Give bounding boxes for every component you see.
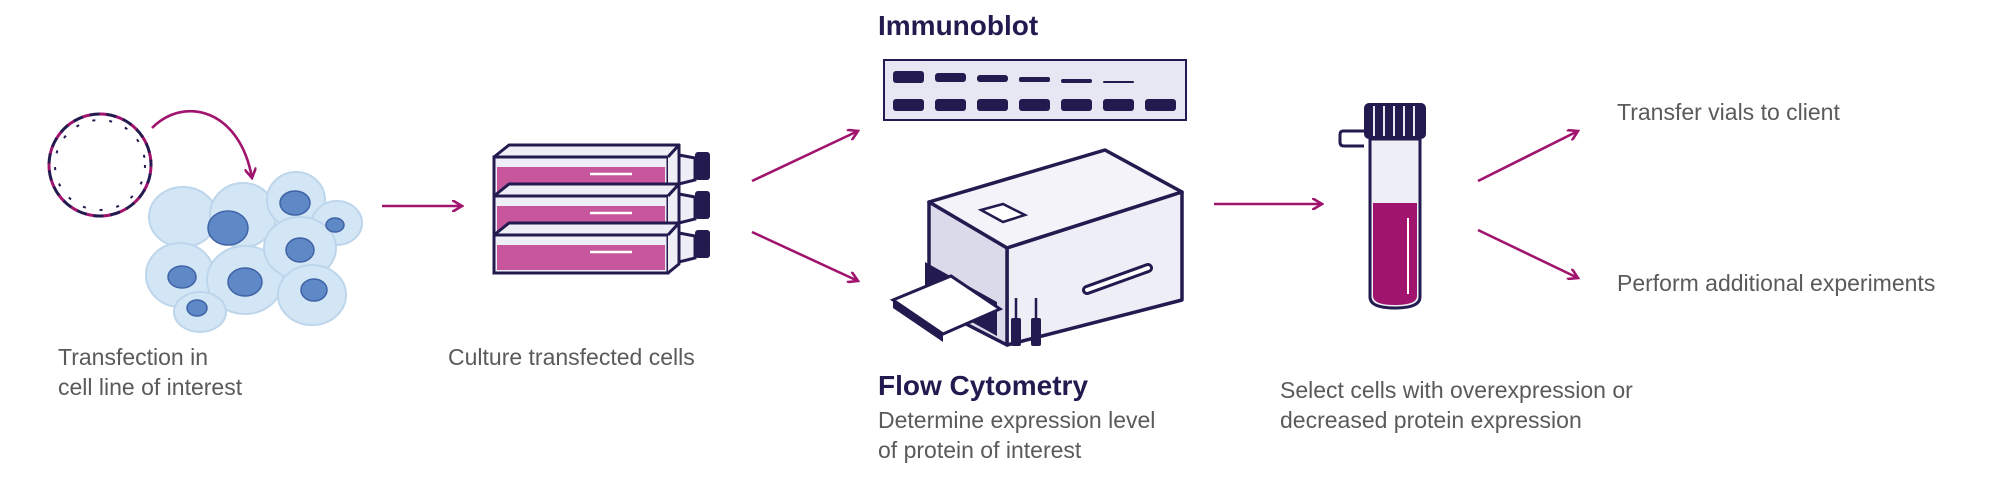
perform-line-1: Perform additional experiments (1617, 270, 1936, 296)
plasmid-icon (47, 112, 153, 218)
flow-cytometry-title: Flow Cytometry (878, 370, 1089, 401)
immunoblot-title: Immunoblot (878, 10, 1039, 41)
arrow-to-transfer (1477, 131, 1578, 183)
western-blot-icon (883, 59, 1187, 121)
selection-line-2: decreased protein expression (1280, 407, 1582, 433)
arrow-to-flow (751, 230, 858, 281)
flow-description: Determine expression level of protein of… (878, 405, 1155, 465)
transfer-label: Transfer vials to client (1617, 97, 1840, 127)
flow-line-2: of protein of interest (878, 437, 1082, 463)
perform-label: Perform additional experiments (1617, 268, 1935, 298)
arrow-to-perform (1477, 228, 1578, 278)
transfection-label: Transfection in cell line of interest (58, 342, 242, 402)
transfection-line-1: Transfection in (58, 344, 208, 370)
cells-icon (145, 171, 363, 333)
cryovial-icon (1338, 103, 1426, 310)
insert-arrow (151, 109, 252, 178)
selection-line-1: Select cells with overexpression or (1280, 377, 1633, 403)
transfection-line-2: cell line of interest (58, 374, 243, 400)
culture-flasks-icon (492, 143, 710, 275)
flow-line-1: Determine expression level (878, 407, 1156, 433)
transfer-line-1: Transfer vials to client (1617, 99, 1840, 125)
culture-line-1: Culture transfected cells (448, 344, 695, 370)
culture-label: Culture transfected cells (448, 342, 695, 372)
flow-cytometer-icon (889, 148, 1184, 347)
selection-label: Select cells with overexpression or decr… (1280, 375, 1633, 435)
arrow-to-immunoblot (751, 131, 858, 183)
